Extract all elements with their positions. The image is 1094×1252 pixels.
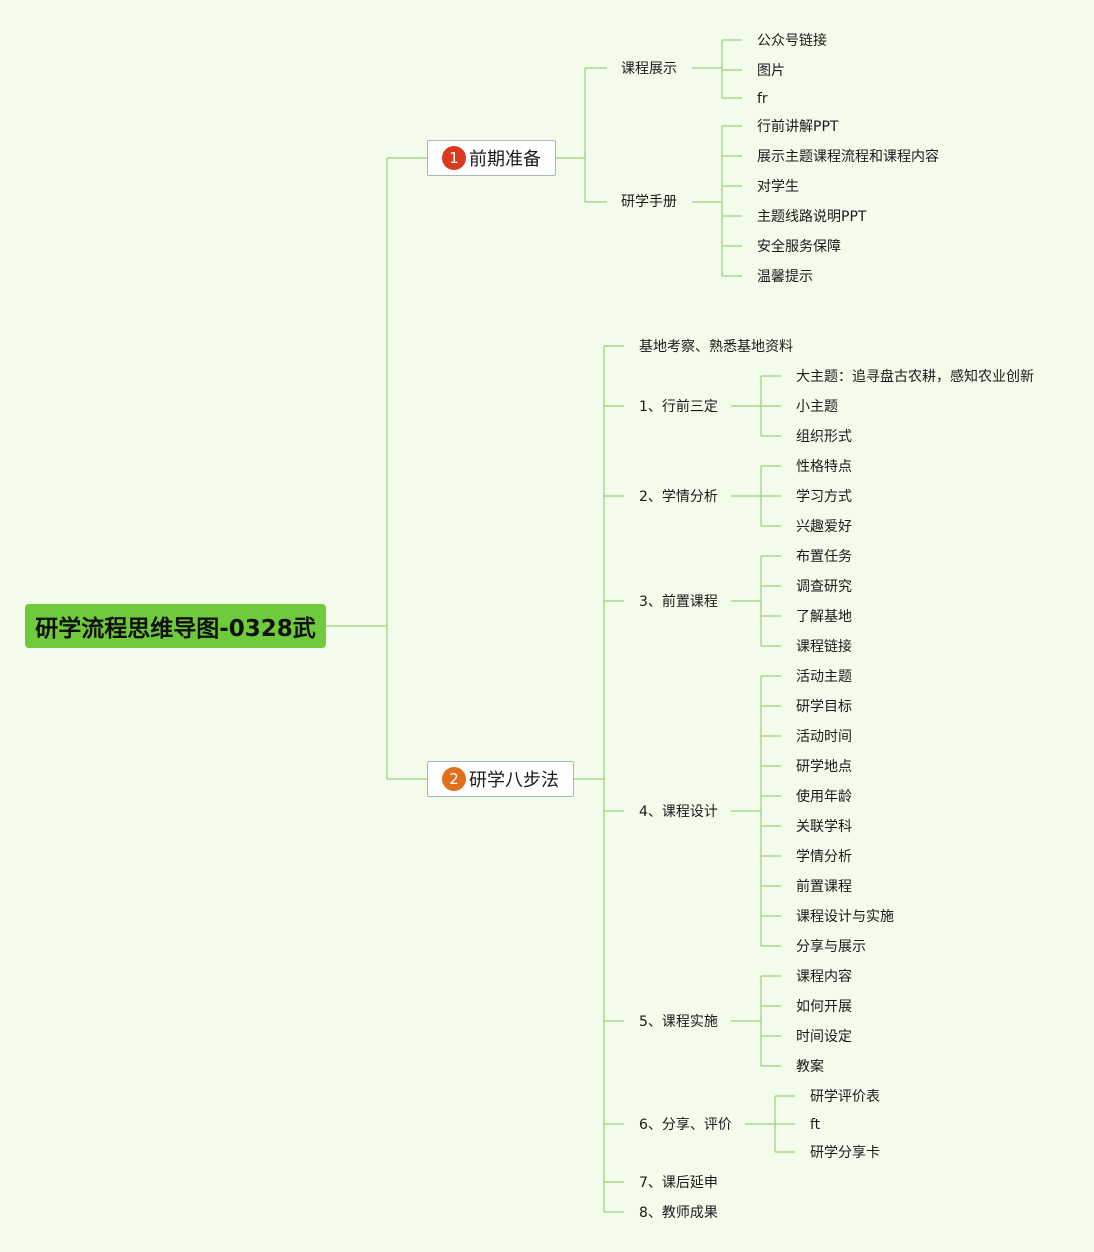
- subtopic-step-7[interactable]: 7、课后延申: [639, 1175, 718, 1191]
- leaf-node[interactable]: 主题线路说明PPT: [757, 209, 867, 225]
- leaf-node[interactable]: 对学生: [757, 179, 799, 195]
- subtopic-handbook[interactable]: 研学手册: [621, 194, 677, 210]
- leaf-node[interactable]: 行前讲解PPT: [757, 119, 839, 135]
- leaf-node[interactable]: 课程内容: [796, 969, 852, 985]
- leaf-node[interactable]: 学习方式: [796, 489, 852, 505]
- leaf-node[interactable]: 兴趣爱好: [796, 519, 852, 535]
- leaf-node[interactable]: 前置课程: [796, 879, 852, 895]
- topic-prep-label: 前期准备: [469, 149, 541, 170]
- leaf-node[interactable]: 如何开展: [796, 999, 852, 1015]
- root-topic[interactable]: 研学流程思维导图-0328武: [25, 604, 326, 648]
- leaf-node[interactable]: 组织形式: [796, 429, 852, 445]
- leaf-node[interactable]: 调查研究: [796, 579, 852, 595]
- leaf-node[interactable]: 公众号链接: [757, 33, 827, 49]
- topic-eight-steps-label: 研学八步法: [469, 770, 559, 791]
- topic-prep[interactable]: 1 前期准备: [427, 140, 556, 176]
- leaf-node[interactable]: 温馨提示: [757, 269, 813, 285]
- leaf-node[interactable]: 研学目标: [796, 699, 852, 715]
- leaf-node[interactable]: 学情分析: [796, 849, 852, 865]
- topic-eight-steps[interactable]: 2 研学八步法: [427, 761, 574, 797]
- leaf-node[interactable]: 使用年龄: [796, 789, 852, 805]
- leaf-node[interactable]: 研学地点: [796, 759, 852, 775]
- subtopic-base-survey[interactable]: 基地考察、熟悉基地资料: [639, 339, 793, 355]
- badge-1: 1: [442, 146, 466, 170]
- subtopic-step-1[interactable]: 1、行前三定: [639, 399, 718, 415]
- leaf-node[interactable]: 了解基地: [796, 609, 852, 625]
- leaf-node[interactable]: 展示主题课程流程和课程内容: [757, 149, 939, 165]
- badge-2: 2: [442, 767, 466, 791]
- leaf-node[interactable]: 性格特点: [796, 459, 852, 475]
- leaf-node[interactable]: 布置任务: [796, 549, 852, 565]
- subtopic-step-5[interactable]: 5、课程实施: [639, 1014, 718, 1030]
- leaf-node[interactable]: 研学分享卡: [810, 1145, 880, 1161]
- subtopic-step-2[interactable]: 2、学情分析: [639, 489, 718, 505]
- leaf-node[interactable]: 课程链接: [796, 639, 852, 655]
- leaf-node[interactable]: 图片: [757, 63, 785, 79]
- leaf-node[interactable]: 活动主题: [796, 669, 852, 685]
- leaf-node[interactable]: 关联学科: [796, 819, 852, 835]
- leaf-node[interactable]: 小主题: [796, 399, 838, 415]
- leaf-node[interactable]: 分享与展示: [796, 939, 866, 955]
- subtopic-step-4[interactable]: 4、课程设计: [639, 804, 718, 820]
- leaf-node[interactable]: 教案: [796, 1059, 824, 1075]
- leaf-node[interactable]: 时间设定: [796, 1029, 852, 1045]
- leaf-node[interactable]: 安全服务保障: [757, 239, 841, 255]
- leaf-node[interactable]: 课程设计与实施: [796, 909, 894, 925]
- subtopic-course-show[interactable]: 课程展示: [621, 61, 677, 77]
- subtopic-step-6[interactable]: 6、分享、评价: [639, 1117, 732, 1133]
- leaf-node[interactable]: 大主题：追寻盘古农耕，感知农业创新: [796, 369, 1034, 385]
- subtopic-step-8[interactable]: 8、教师成果: [639, 1205, 718, 1221]
- leaf-node[interactable]: ft: [810, 1117, 821, 1133]
- leaf-node[interactable]: 研学评价表: [810, 1089, 880, 1105]
- leaf-node[interactable]: fr: [757, 91, 768, 107]
- leaf-node[interactable]: 活动时间: [796, 729, 852, 745]
- subtopic-step-3[interactable]: 3、前置课程: [639, 594, 718, 610]
